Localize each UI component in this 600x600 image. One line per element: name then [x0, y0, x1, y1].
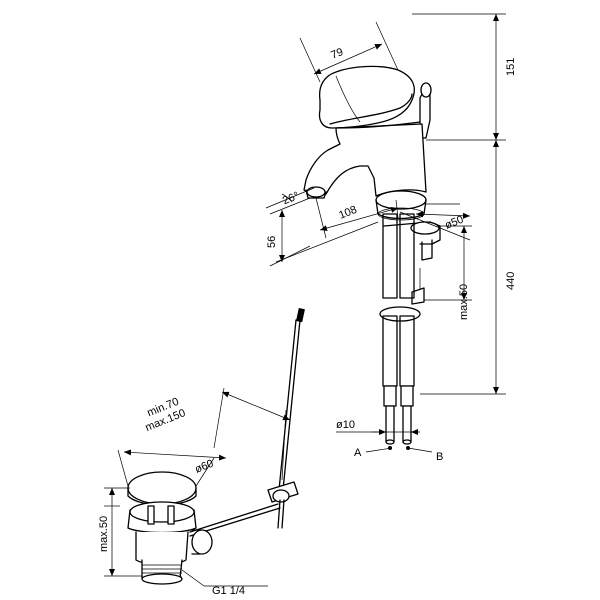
- drain-rod-assembly: [189, 308, 305, 537]
- mixer-handle: [318, 65, 415, 129]
- flex-hoses: [379, 213, 421, 445]
- waste-plug: [127, 471, 197, 505]
- label-spout-angle: 26°: [281, 190, 301, 207]
- label-reach: 108: [337, 204, 359, 222]
- label-spout-height: 56: [266, 236, 278, 248]
- drain-rod-cap: [296, 308, 305, 323]
- label-hose-b: B: [436, 451, 443, 463]
- label-hose-a: A: [354, 447, 362, 459]
- label-hose-length: 440: [505, 272, 517, 290]
- label-counter-max: max.50: [458, 284, 470, 320]
- label-drain-thread: G1 1/4: [212, 585, 245, 597]
- label-height-top: 151: [505, 58, 517, 76]
- hose-left-lower: [382, 315, 398, 387]
- pop-up-waste: [127, 471, 213, 585]
- mixer-base: [375, 190, 427, 210]
- mixer-tap: [303, 65, 441, 305]
- label-hose-diameter: ø10: [336, 419, 355, 431]
- hose-right-upper: [399, 213, 415, 299]
- hose-right-lower: [399, 315, 415, 387]
- spout-aerator: [306, 186, 326, 198]
- label-drain-diameter: ø60: [193, 458, 215, 476]
- mixer-body: [303, 123, 427, 197]
- label-handle-width: 79: [329, 46, 345, 62]
- dimension-lines: [104, 13, 506, 587]
- label-drain-max: max.50: [98, 516, 110, 552]
- label-base-diameter: ø50: [443, 214, 465, 232]
